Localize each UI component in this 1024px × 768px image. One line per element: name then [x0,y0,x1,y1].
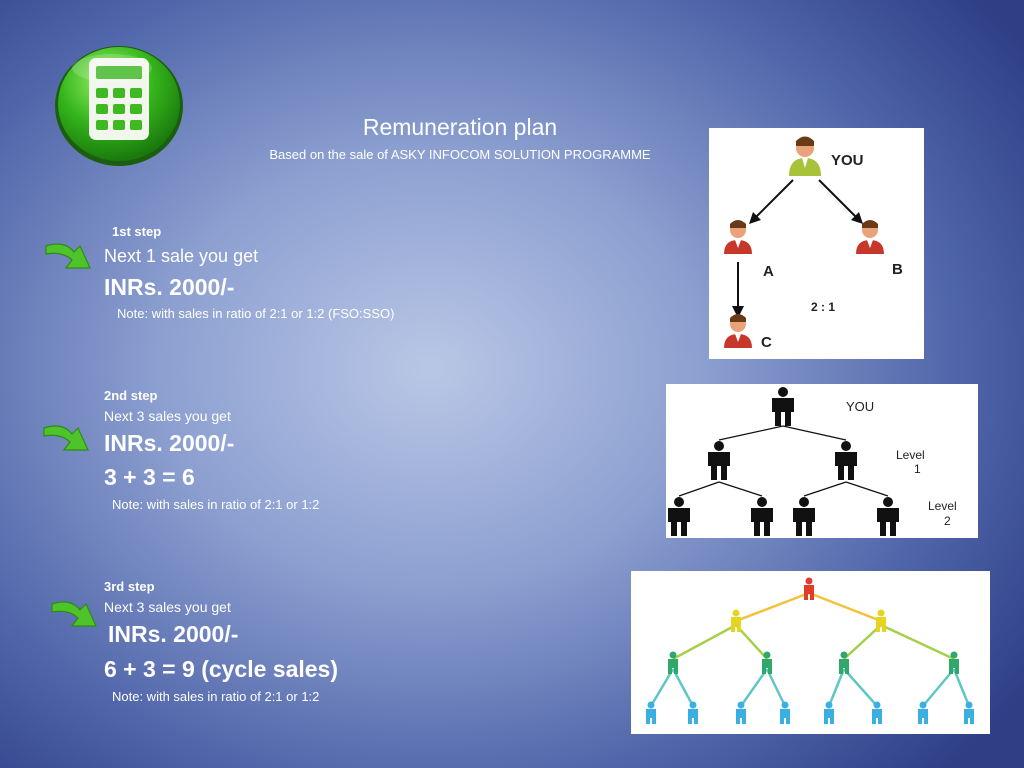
step-3-equation: 6 + 3 = 9 (cycle sales) [104,656,339,682]
level1-node-icon [731,609,741,632]
step-1-note: Note: with sales in ratio of 2:1 or 1:2 … [117,306,395,321]
person-c-icon [724,314,752,348]
level3-node-icon [918,701,928,724]
level2-figure-icon [877,497,899,536]
level3-node-icon [646,701,656,724]
step-3-amount: INRs. 2000/- [108,621,239,647]
diagram1-ratio-label: 2 : 1 [811,300,835,314]
step-2-line: Next 3 sales you get [104,408,231,424]
level3-node-icon [824,701,834,724]
step-1-amount: INRs. 2000/- [104,274,235,300]
level2-figure-icon [751,497,773,536]
calculator-icon [52,44,186,170]
level3-node-icon [736,701,746,724]
step-1-line: Next 1 sale you get [104,246,259,266]
diagram1-c-label: C [761,334,772,351]
person-b-icon [856,220,884,254]
diagram2-level2-number: 2 [944,514,951,528]
level2-figure-icon [793,497,815,536]
diagram1-b-label: B [892,261,903,278]
level3-node-icon [688,701,698,724]
diagram1-a-label: A [763,263,774,280]
step-3-label: 3rd step [104,579,155,594]
level3-node-icon [780,701,790,724]
diagram2-level1-number: 1 [914,462,921,476]
level3-node-icon [872,701,882,724]
step-2-equation: 3 + 3 = 6 [104,464,195,490]
step-3-note: Note: with sales in ratio of 2:1 or 1:2 [112,689,320,704]
diagram1-you-label: YOU [831,152,864,169]
page-subtitle: Based on the sale of ASKY INFOCOM SOLUTI… [269,147,651,162]
step-2-amount: INRs. 2000/- [104,430,235,456]
you-person-icon [789,136,821,176]
level2-figure-icon [668,497,690,536]
level3-node-icon [964,701,974,724]
level1-figure-icon [708,441,730,480]
page-title: Remuneration plan [362,114,558,140]
step-2-label: 2nd step [104,388,158,403]
diagram2-level1-label: Level [896,448,925,462]
level1-figure-icon [835,441,857,480]
diagram2-you-label: YOU [846,399,874,414]
green-curved-arrow-icon [50,596,100,632]
level1-node-icon [876,609,886,632]
green-curved-arrow-icon [42,420,92,456]
diagram-network-tree [631,571,990,734]
green-curved-arrow-icon [44,238,94,274]
diagram2-level2-label: Level [928,499,957,513]
step-2-note: Note: with sales in ratio of 2:1 or 1:2 [112,497,320,512]
diagram-levels: YOU Level 1 Level 2 [666,384,978,538]
step-1-label: 1st step [112,224,162,239]
top-node-icon [804,577,814,600]
person-a-icon [724,220,752,254]
diagram-you-ab-c: YOU A B 2 : 1 C [709,128,924,359]
you-figure-icon [772,387,794,426]
step-3-line: Next 3 sales you get [104,599,231,615]
